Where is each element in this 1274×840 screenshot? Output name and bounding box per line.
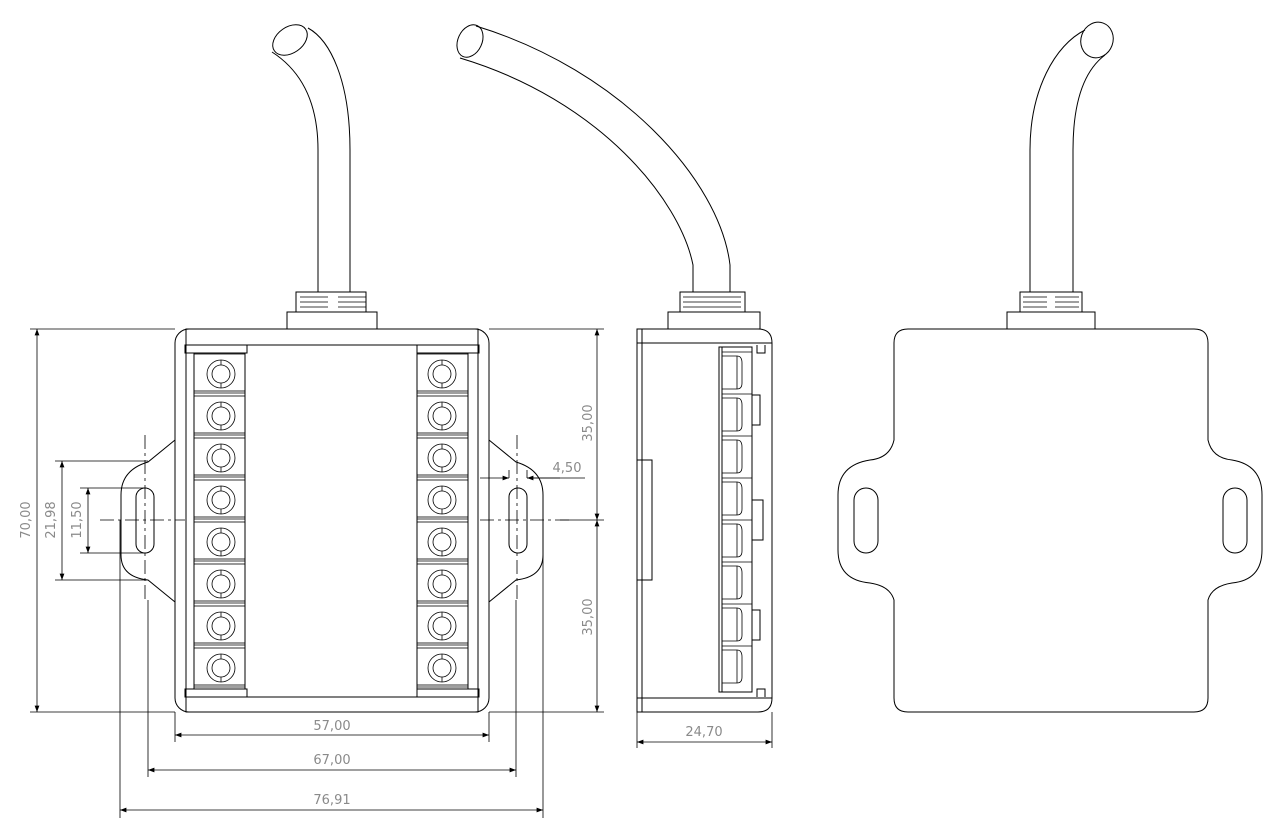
side-gland — [667, 291, 761, 330]
dim-overall-height: 70,00 — [19, 501, 34, 538]
terminal-blocks — [193, 353, 469, 688]
terminal-screw — [416, 479, 469, 520]
dim-overall-width: 76,91 — [313, 793, 350, 808]
terminal-screw — [416, 605, 469, 646]
dim-slot-width: 4,50 — [553, 461, 582, 476]
front-cable — [271, 27, 351, 292]
side-terminal — [722, 561, 752, 600]
front-view — [120, 24, 544, 713]
front-cable-end — [272, 24, 308, 56]
terminal-screw — [193, 563, 246, 604]
rear-right-slot — [1222, 487, 1248, 554]
rear-left-slot — [853, 487, 879, 554]
dim-body-width: 57,00 — [313, 719, 350, 734]
side-terminal — [722, 435, 752, 474]
terminal-screw — [193, 353, 246, 394]
side-cable — [459, 25, 731, 292]
left-ear — [120, 439, 176, 603]
rear-view — [837, 21, 1263, 713]
right-ear — [488, 439, 544, 603]
right-slot — [508, 487, 528, 554]
rear-cable — [1029, 29, 1106, 292]
terminal-screw — [416, 353, 469, 394]
terminal-screw — [193, 521, 246, 562]
dim-lower-half: 35,00 — [581, 598, 596, 635]
side-terminal — [722, 645, 752, 684]
rear-cable-end — [1080, 21, 1114, 59]
side-terminal — [722, 477, 752, 516]
dim-depth: 24,70 — [685, 725, 722, 740]
rear-body — [837, 328, 1263, 713]
terminal-screw — [416, 647, 469, 688]
terminal-screw — [416, 437, 469, 478]
terminal-screw — [193, 437, 246, 478]
terminal-screw — [193, 395, 246, 436]
side-terminal — [722, 393, 752, 432]
terminal-screw — [193, 479, 246, 520]
terminal-screw — [193, 647, 246, 688]
side-cable-end — [456, 24, 484, 58]
dim-slot-length: 11,50 — [70, 501, 85, 538]
dimensions: 70,00 21,98 11,50 35,00 35,00 4,50 57,00… — [19, 328, 773, 818]
terminal-screw — [416, 521, 469, 562]
terminal-screw — [416, 563, 469, 604]
dim-slot-spacing: 67,00 — [313, 753, 350, 768]
rear-gland — [1006, 291, 1096, 330]
dim-ear-outer-height: 21,98 — [44, 501, 59, 538]
side-view — [456, 24, 773, 713]
side-terminal — [722, 351, 752, 390]
dim-upper-half: 35,00 — [581, 404, 596, 441]
side-terminals — [722, 351, 752, 684]
front-gland — [286, 291, 378, 330]
terminal-screw — [416, 395, 469, 436]
side-terminal — [722, 603, 752, 642]
side-terminal — [722, 519, 752, 558]
terminal-screw — [193, 605, 246, 646]
